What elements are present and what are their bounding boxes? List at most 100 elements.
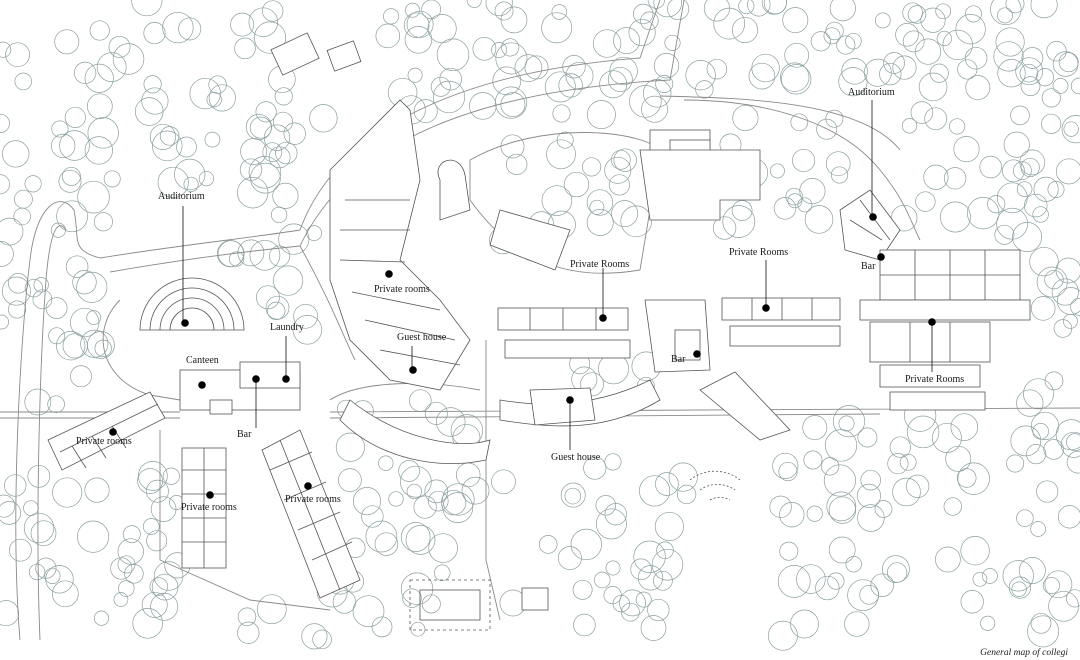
tree-canopy (541, 12, 573, 44)
tree-canopy (436, 38, 470, 72)
tree-canopy (1042, 576, 1060, 595)
tree-canopy (806, 505, 823, 522)
tree-canopy (0, 113, 10, 133)
tree-canopy (1013, 161, 1032, 181)
tree-canopy (208, 75, 227, 94)
tree-canopy (112, 43, 145, 75)
tree-canopy (1016, 181, 1033, 197)
label-bar-center: Bar (671, 354, 686, 365)
tree-canopy (0, 41, 12, 58)
tree-canopy (563, 171, 590, 198)
tree-canopy (113, 592, 129, 607)
tree-canopy (174, 158, 206, 191)
tree-canopy (1033, 176, 1059, 202)
tree-canopy (965, 75, 991, 101)
tree-canopy (799, 178, 826, 205)
tree-canopy (651, 548, 684, 581)
tree-canopy (552, 104, 571, 123)
tree-canopy (828, 496, 857, 524)
tree-canopy (117, 538, 144, 565)
tree-canopy (1029, 246, 1059, 277)
tree-canopy (1044, 570, 1073, 599)
tree-canopy (0, 494, 16, 518)
tree-canopy (841, 58, 868, 85)
tree-canopy (595, 508, 627, 540)
tree-canopy (953, 136, 980, 163)
tree-canopy (159, 126, 180, 146)
tree-canopy (1060, 431, 1080, 458)
tree-canopy (572, 579, 593, 600)
tree-canopy (790, 609, 819, 639)
marker-private-rooms-east (762, 304, 770, 312)
tree-canopy (923, 164, 949, 190)
tree-canopy (939, 201, 971, 233)
tree-canopy (312, 629, 332, 650)
tree-canopy (769, 495, 792, 518)
tree-canopy (825, 109, 844, 128)
tree-canopy (767, 620, 798, 651)
tree-canopy (410, 621, 426, 637)
tree-canopy (695, 80, 714, 99)
tree-canopy (506, 153, 528, 176)
tree-canopy (1051, 278, 1079, 306)
tree-canopy (838, 67, 868, 97)
tree-canopy (153, 561, 184, 591)
tree-canopy (732, 104, 759, 132)
tree-canopy (586, 100, 616, 130)
tree-canopy (274, 87, 293, 106)
tree-canopy (150, 496, 177, 522)
tree-canopy (960, 590, 984, 614)
tree-canopy (816, 118, 838, 140)
tree-canopy (551, 4, 568, 20)
tree-canopy (103, 170, 121, 188)
tree-canopy (428, 490, 449, 512)
tree-canopy (915, 38, 942, 65)
tree-canopy (557, 546, 582, 571)
label-private-rooms-sw1: Private rooms (76, 436, 132, 447)
tree-canopy (556, 131, 574, 149)
tree-canopy (485, 0, 513, 17)
tree-canopy (967, 197, 1000, 230)
tree-canopy (956, 468, 977, 488)
tree-canopy (647, 598, 670, 622)
tree-canopy (51, 133, 76, 159)
tree-canopy (30, 520, 57, 547)
tree-canopy (51, 580, 79, 608)
tree-canopy (994, 224, 1015, 245)
tree-canopy (143, 22, 166, 45)
tree-canopy (792, 148, 816, 173)
tree-canopy (406, 483, 422, 500)
tree-canopy (790, 113, 809, 132)
tree-canopy (1044, 269, 1064, 290)
tree-canopy (131, 0, 163, 17)
tree-canopy (383, 8, 400, 25)
tree-canopy (586, 209, 614, 236)
tree-canopy (275, 141, 298, 165)
tree-canopy (283, 122, 306, 145)
tree-canopy (782, 7, 809, 34)
tree-canopy (772, 452, 799, 479)
tree-canopy (24, 388, 52, 416)
tree-canopy (45, 297, 68, 319)
tree-canopy (781, 64, 812, 95)
tree-canopy (1027, 615, 1060, 648)
tree-canopy (149, 123, 176, 150)
tree-canopy (150, 592, 179, 621)
tree-canopy (70, 365, 92, 388)
label-private-rooms-mid: Private Rooms (570, 259, 629, 270)
tree-canopy (832, 405, 866, 438)
tree-canopy (404, 26, 433, 54)
tree-canopy (249, 116, 272, 139)
tree-canopy (278, 223, 310, 255)
tree-canopy (494, 1, 514, 21)
tree-canopy (1066, 450, 1080, 474)
tree-canopy (1002, 159, 1025, 183)
tree-canopy (87, 117, 119, 149)
tree-canopy (641, 95, 669, 123)
tree-canopy (920, 7, 946, 33)
tree-canopy (997, 59, 1026, 88)
tree-canopy (990, 0, 1022, 26)
tree-canopy (997, 7, 1013, 24)
tree-canopy (942, 29, 973, 61)
